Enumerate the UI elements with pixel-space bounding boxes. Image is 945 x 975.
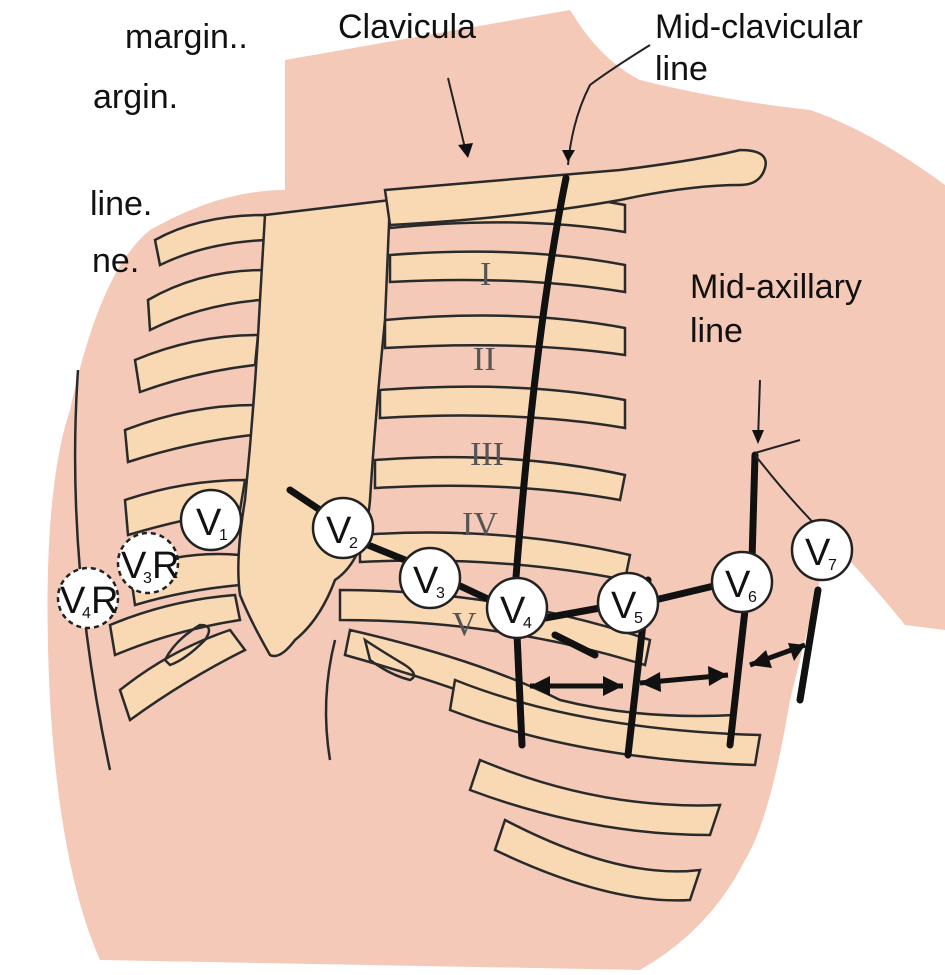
clavicula-label: Clavicula: [338, 8, 476, 46]
fragment-3: line.: [90, 185, 152, 223]
electrode-v1: V 1: [181, 490, 241, 550]
electrode-v4-sub: 4: [523, 615, 532, 632]
fragment-2: argin.: [93, 78, 178, 116]
electrode-v7: V 7: [792, 520, 852, 580]
electrode-v3r-sub: 3: [143, 570, 152, 587]
electrode-v3r-suffix: R: [152, 545, 179, 587]
electrode-v4r-sub: 4: [82, 605, 91, 622]
mid-axillary-label-line1: Mid-axillary: [690, 268, 862, 306]
electrode-v2: V 2: [313, 498, 373, 558]
intercostal-space-2: II: [473, 341, 496, 378]
mid-axillary-line: [752, 455, 755, 560]
intercostal-space-4: IV: [462, 506, 498, 543]
mid-clavicular-label-line2: line: [655, 50, 708, 88]
fragment-4: ne.: [92, 242, 139, 280]
electrode-v5: V 5: [598, 573, 658, 633]
electrode-v3r: V 3 R: [118, 533, 179, 593]
electrode-v4r: V 4 R: [58, 568, 118, 628]
electrode-v2-sub: 2: [349, 535, 358, 552]
electrode-v1-sub: 1: [219, 527, 228, 544]
electrode-v3-sub: 3: [436, 585, 445, 602]
fragment-1: margin..: [125, 18, 248, 56]
electrode-v6: V 6: [712, 552, 772, 612]
electrode-v7-sub: 7: [828, 557, 837, 574]
electrode-v6-sub: 6: [748, 589, 757, 606]
electrode-v4r-suffix: R: [91, 580, 118, 622]
electrode-v4: V 4: [487, 578, 547, 638]
intercostal-space-3: III: [470, 436, 504, 473]
intercostal-space-1: I: [480, 256, 491, 293]
mid-clavicular-label-line1: Mid-clavicular: [655, 8, 863, 46]
electrode-v5-sub: 5: [634, 610, 643, 627]
electrode-v3: V 3: [400, 548, 460, 608]
intercostal-space-5: V: [452, 606, 477, 643]
mid-axillary-label-line2: line: [690, 312, 743, 350]
